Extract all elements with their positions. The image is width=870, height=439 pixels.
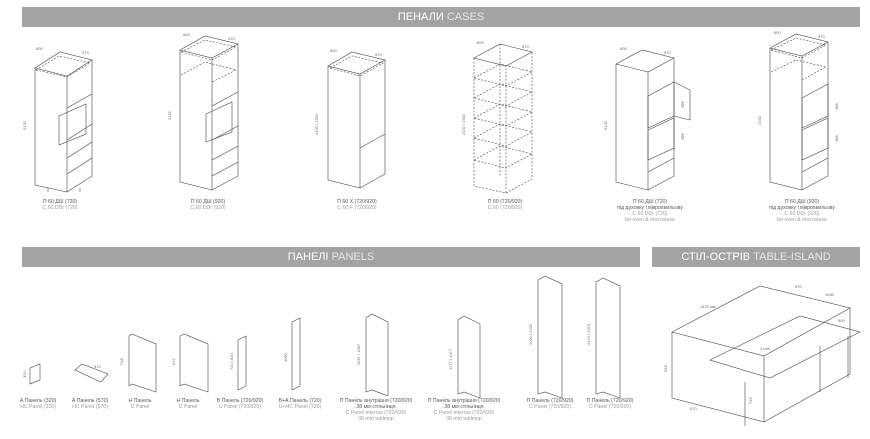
panel-drawing-9: 2032 / 2232: [528, 275, 563, 399]
island-drawing: 1470 мм 570 1050 900 1 mm 918 716 670: [663, 284, 861, 426]
panel-drawing-5: 720 / 920: [229, 335, 247, 391]
cases-title-ua: ПЕНАЛИ: [397, 11, 444, 23]
svg-text:918: 918: [663, 365, 668, 372]
case-caption-4: П 60 (720/920) C 60 (720/920): [487, 199, 523, 211]
panel-caption-3: Н Панель D Panel: [128, 398, 152, 410]
svg-text:600: 600: [477, 40, 484, 45]
panel-drawing-7: 1267 / 1467: [356, 313, 389, 397]
panel-drawing-4: 912: [171, 333, 209, 393]
panel-caption-4: Н Панель D Panel: [176, 398, 200, 410]
svg-text:388: 388: [834, 103, 839, 110]
panel-drawing-1: 320: [22, 363, 41, 385]
cases-section-header: ПЕНАЛИ CASES: [22, 7, 860, 27]
svg-text:1267 / 1467: 1267 / 1467: [356, 343, 361, 365]
cases-title-en: CASES: [446, 11, 485, 23]
svg-text:570: 570: [795, 284, 802, 289]
panels-title-ua: ПАНЕЛІ: [287, 251, 329, 263]
panel-caption-1: А Панель (320) HC Panel (320): [19, 398, 57, 410]
svg-text:2174 / 2374: 2174 / 2374: [586, 323, 591, 345]
case-drawing-3: 600 570 2132 / 2332: [314, 48, 386, 189]
svg-text:388: 388: [680, 133, 685, 140]
svg-text:570: 570: [82, 50, 89, 55]
svg-text:2332: 2332: [167, 110, 172, 120]
case-drawing-2: 600 570 2332: [167, 32, 239, 191]
svg-text:2332: 2332: [757, 115, 762, 125]
panel-drawing-3: 718: [119, 333, 157, 393]
svg-text:320: 320: [22, 371, 27, 378]
svg-text:570: 570: [228, 36, 235, 41]
svg-text:570: 570: [522, 44, 529, 49]
panel-caption-6: В+А Панель (720) U+HC Panel (720): [278, 398, 322, 410]
svg-text:600: 600: [36, 46, 43, 51]
svg-text:716: 716: [748, 397, 753, 404]
svg-text:388: 388: [834, 135, 839, 142]
svg-text:600: 600: [330, 48, 337, 53]
svg-text:570: 570: [375, 52, 382, 57]
panels-title-en: PANELS: [331, 251, 375, 263]
panel-caption-2: А Панель (570) HC Panel (570): [71, 398, 109, 410]
case-caption-1: П 60 ДШ (720) C 60 DDr (720): [42, 199, 78, 211]
svg-text:1060: 1060: [283, 352, 288, 362]
island-section-header: СТІЛ-ОСТРІВ TABLE-ISLAND: [652, 247, 860, 267]
svg-text:900: 900: [838, 318, 845, 323]
svg-text:2132 / 2332: 2132 / 2332: [461, 113, 466, 135]
svg-text:388: 388: [680, 101, 685, 108]
panel-drawing-6: 1060: [283, 317, 301, 391]
svg-text:600: 600: [774, 30, 781, 35]
svg-text:1050: 1050: [825, 292, 835, 297]
svg-text:1277 / 1477: 1277 / 1477: [448, 348, 453, 370]
svg-text:1470 мм: 1470 мм: [700, 304, 716, 309]
panel-caption-5: В Панель (720/920) U Panel (720/920): [216, 398, 264, 410]
svg-text:570: 570: [664, 50, 671, 55]
island-title-ua: СТІЛ-ОСТРІВ: [681, 251, 751, 263]
svg-text:2132 / 2332: 2132 / 2332: [314, 113, 319, 135]
svg-text:2132: 2132: [603, 120, 608, 130]
svg-text:912: 912: [171, 358, 176, 365]
panel-drawing-8: 1277 / 1477: [448, 315, 481, 399]
case-drawing-4: 600 570 2132 / 2332: [461, 40, 533, 194]
case-caption-5: П 60 ДШ (720) під духовку і мікрохвильов…: [617, 199, 683, 223]
case-drawing-6: 600 570 2332 388 388: [757, 30, 839, 191]
svg-text:2032 / 2232: 2032 / 2232: [528, 323, 533, 345]
case-caption-3: П 60 Х (720/920) C 60 F (720/920): [337, 199, 377, 211]
case-caption-2: П 60 ДШ (920) C 60 DDr (920): [190, 199, 226, 211]
panel-caption-9: П Панель (720/920) C Panel (720/920): [526, 398, 574, 410]
case-drawing-1: 600 570 2132: [22, 46, 93, 193]
svg-text:718: 718: [119, 358, 124, 365]
panel-caption-10: П Панель (720/920) C Panel (720/920): [586, 398, 634, 410]
panel-drawing-10: 2174 / 2374: [586, 277, 621, 399]
svg-text:1 mm: 1 mm: [760, 346, 771, 351]
island-title-en: TABLE-ISLAND: [753, 251, 831, 263]
panel-drawing-2: 570: [74, 363, 109, 383]
svg-text:570: 570: [818, 34, 825, 39]
panel-caption-8: П Панель внутрішня (720/920) 38 мм стіль…: [427, 398, 501, 422]
case-caption-6: П 60 ДШ (920) під духовку і мікрохвильов…: [769, 199, 835, 223]
svg-text:570: 570: [94, 364, 101, 369]
svg-text:720 / 920: 720 / 920: [229, 353, 234, 370]
svg-text:670: 670: [690, 406, 697, 411]
panel-caption-7: П Панель внутрішня (720/920) 38 мм стіль…: [339, 398, 413, 422]
case-drawing-5: 600 570 2132 388 388: [603, 46, 691, 191]
svg-text:600: 600: [620, 46, 627, 51]
panels-section-header: ПАНЕЛІ PANELS: [22, 247, 640, 267]
svg-text:600: 600: [183, 32, 190, 37]
svg-text:2132: 2132: [22, 120, 27, 130]
